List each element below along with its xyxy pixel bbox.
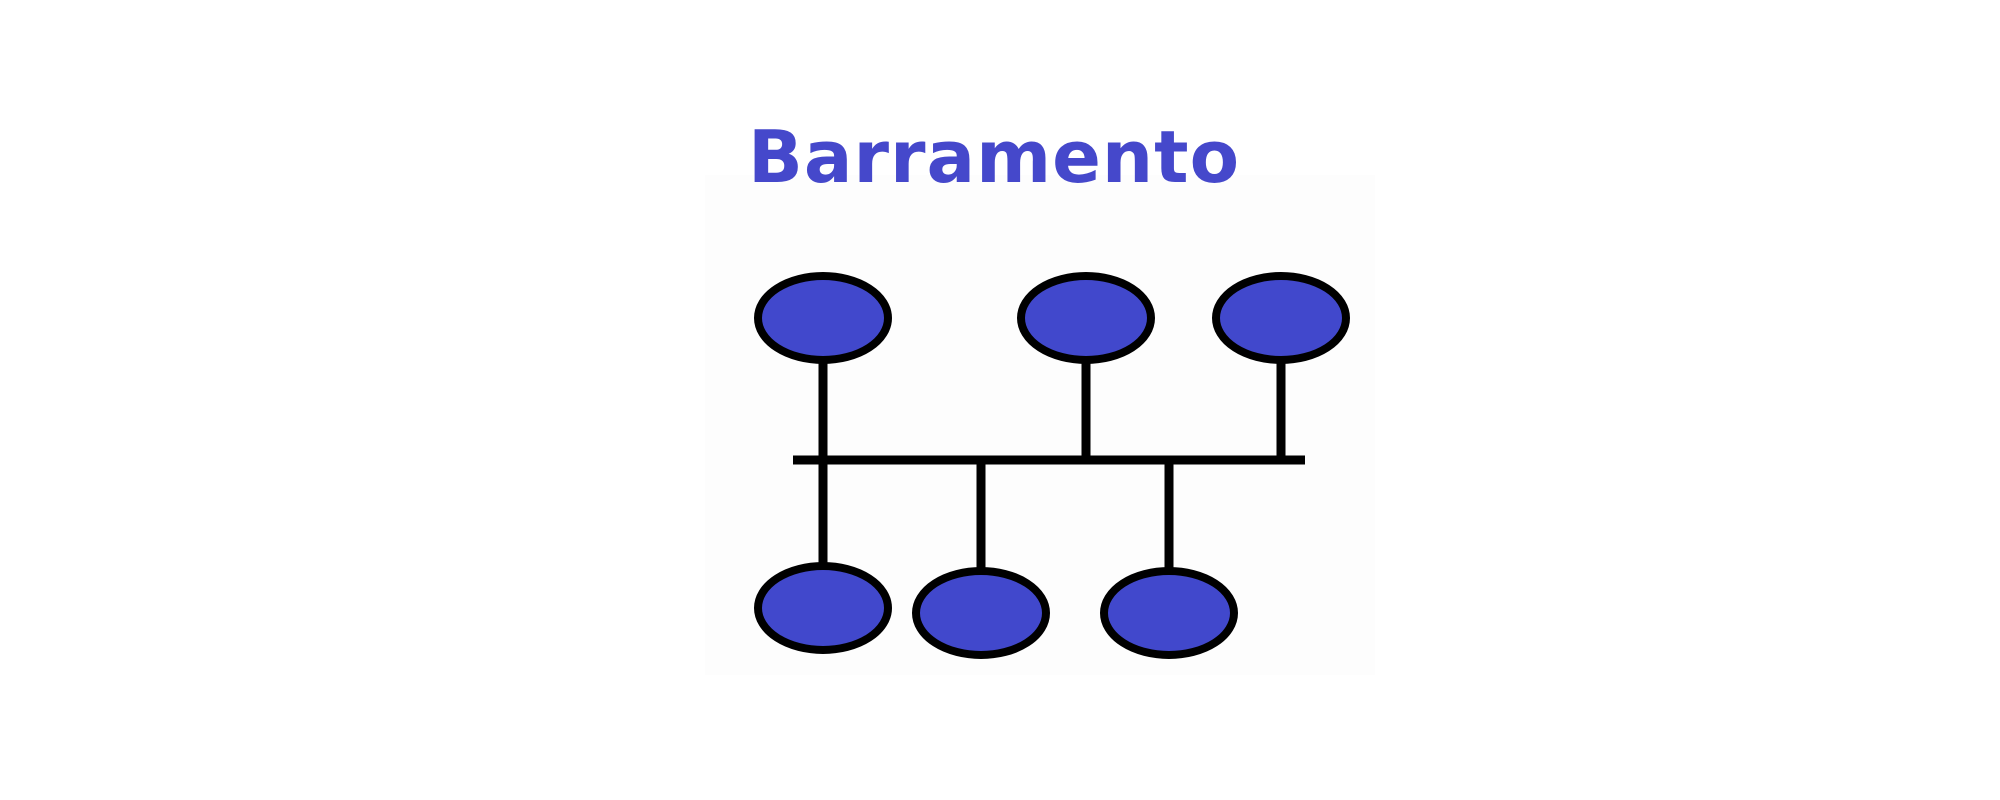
- node-bottom-3: [1100, 567, 1238, 659]
- node-top-3: [1212, 272, 1350, 364]
- node-bottom-1: [754, 562, 892, 654]
- diagram-title: Barramento: [748, 115, 1241, 199]
- node-top-1: [754, 272, 892, 364]
- node-bottom-2: [912, 567, 1050, 659]
- node-top-2: [1017, 272, 1155, 364]
